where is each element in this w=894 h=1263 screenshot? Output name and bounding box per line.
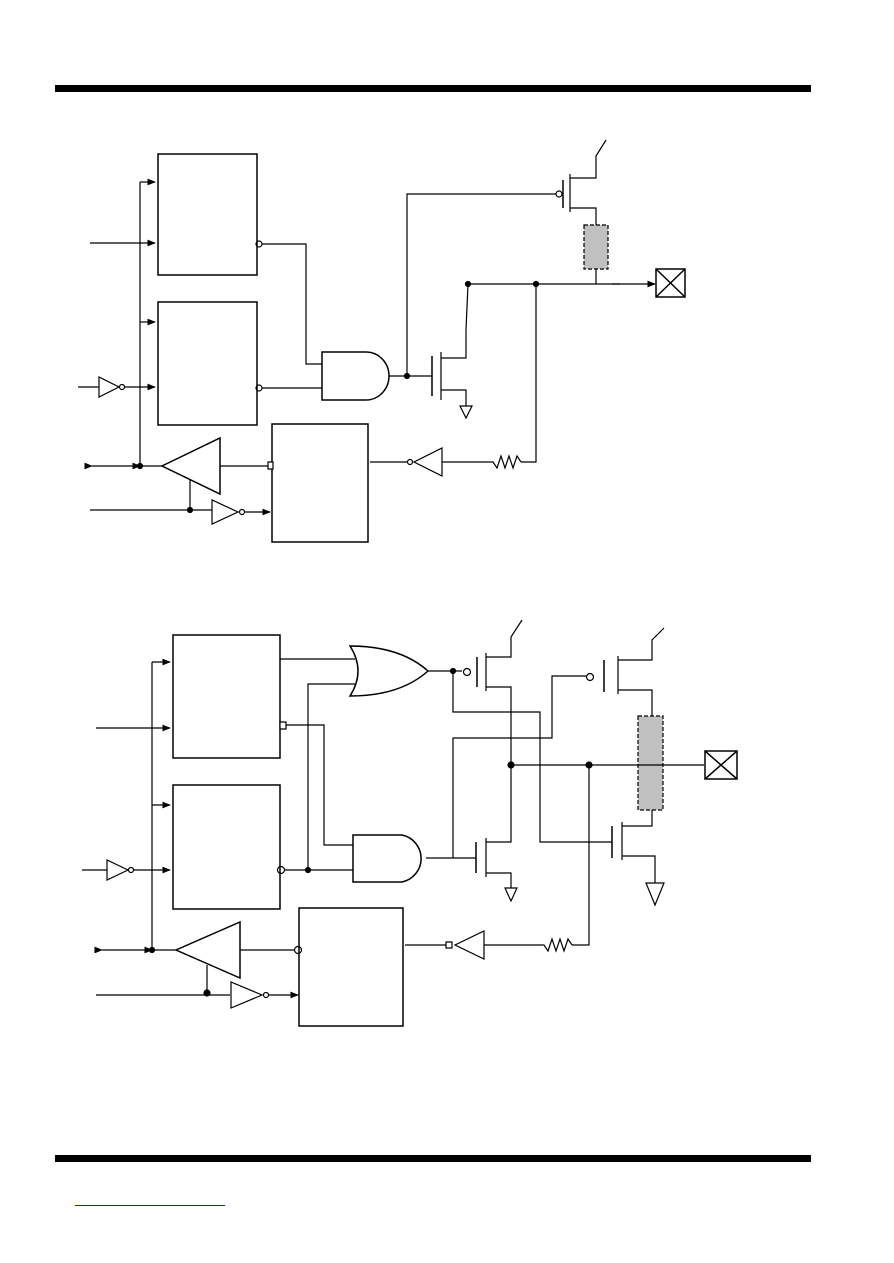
io-pin — [656, 269, 685, 297]
header-rule — [55, 85, 811, 92]
input-resistor — [484, 939, 572, 951]
junction-dot — [188, 508, 193, 513]
input-buffer — [414, 448, 442, 476]
io-circuit-diagram-1 — [0, 120, 894, 560]
pmos-gate-bubble — [556, 191, 562, 197]
pmos-a-source — [486, 620, 522, 657]
register-top-inverted-wire — [286, 725, 353, 845]
nmos-b-source — [622, 856, 655, 883]
register-top-output-wire — [262, 244, 322, 364]
register-top-output-marker — [280, 722, 286, 729]
register-block-bottom — [173, 785, 280, 909]
inverter-gate — [99, 377, 119, 397]
register-bottom-output-bubble — [278, 867, 285, 874]
inverter-bubble — [120, 385, 125, 390]
junction-dot — [508, 762, 514, 768]
control-input-bubble — [295, 947, 302, 954]
pmos-gate-wire — [407, 194, 556, 376]
nmos-a-drain — [486, 765, 511, 842]
and-to-pmos-b-wire — [453, 676, 586, 858]
ground-icon — [460, 406, 472, 418]
and-gate — [322, 352, 389, 400]
enable-inverter — [212, 500, 238, 524]
input-buffer — [455, 931, 484, 959]
feedback-wire — [572, 765, 589, 945]
series-resistor — [584, 225, 608, 269]
input-resistor — [442, 456, 521, 468]
tristate-buffer — [176, 922, 240, 978]
control-block — [299, 908, 403, 1026]
series-resistor — [638, 716, 663, 810]
enable-inverter — [231, 982, 262, 1008]
nmos-b-drain — [622, 810, 652, 826]
inverter-bubble — [129, 868, 134, 873]
pmos-a-gate-bubble — [464, 669, 471, 676]
or-gate — [350, 646, 428, 696]
control-input-marker — [268, 462, 273, 469]
pmos-drain-source — [570, 140, 606, 178]
nmos-a-source — [486, 873, 511, 888]
inverter-gate — [107, 860, 128, 880]
nmos-drain — [441, 284, 468, 358]
input-buffer-marker — [446, 942, 452, 948]
footer-link[interactable] — [75, 1197, 225, 1206]
footer-rule — [55, 1155, 811, 1162]
or-to-nmos-b-wire — [453, 671, 612, 842]
nmos-source — [441, 390, 466, 406]
enable-inverter-bubble — [240, 510, 245, 515]
io-circuit-diagram-2 — [0, 600, 894, 1050]
pmos-b-gate-bubble — [587, 674, 594, 681]
register-block-top — [173, 635, 280, 758]
pmos-b-drain — [618, 690, 652, 716]
input-buffer-bubble — [408, 460, 413, 465]
tristate-buffer — [162, 438, 220, 494]
pmos-drain — [570, 208, 596, 225]
and-gate — [353, 835, 421, 882]
ground-icon — [505, 888, 517, 901]
or-gate-input-wire — [308, 684, 355, 870]
pmos-b-source — [618, 628, 664, 660]
io-pin — [705, 751, 737, 779]
feedback-wire — [521, 284, 536, 462]
control-block — [272, 424, 368, 542]
pmos-a-drain — [486, 687, 511, 765]
register-block-top — [158, 154, 257, 275]
junction-dot — [204, 990, 210, 996]
enable-inverter-bubble — [264, 993, 269, 998]
register-block-bottom — [158, 302, 257, 425]
ground-icon — [646, 883, 664, 905]
